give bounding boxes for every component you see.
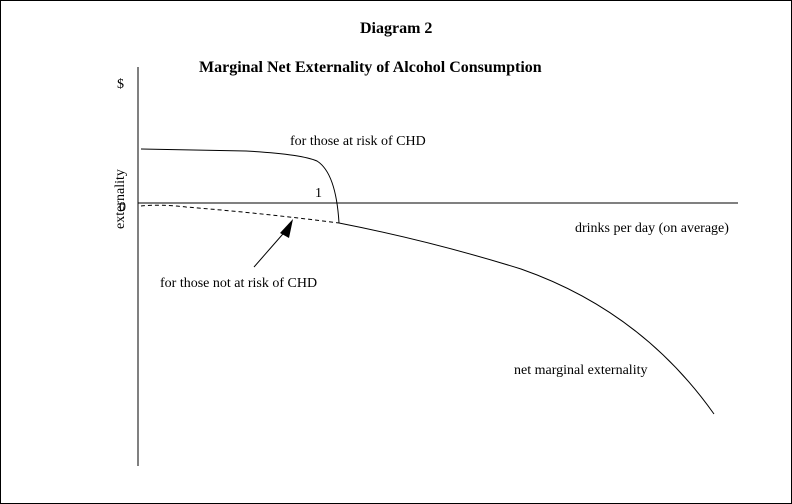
curve-not-at-risk-chd	[140, 204, 340, 224]
net-curve-label: net marginal externality	[514, 363, 648, 378]
at-risk-curve-label: for those at risk of CHD	[290, 134, 426, 149]
curve-at-risk-chd	[140, 148, 340, 224]
zero-label: 0	[119, 200, 126, 215]
y-axis-label: externality	[113, 169, 128, 229]
diagram-subtitle: Marginal Net Externality of Alcohol Cons…	[199, 59, 542, 76]
not-at-risk-curve-label: for those not at risk of CHD	[160, 276, 318, 291]
curve-net-marginal-externality	[338, 222, 715, 415]
crossing-point-label: 1	[315, 186, 322, 201]
diagram-title: Diagram 2	[360, 20, 433, 37]
y-unit-label: $	[117, 77, 124, 92]
x-axis-label: drinks per day (on average)	[575, 221, 729, 236]
pointer-arrow-head	[280, 219, 293, 238]
